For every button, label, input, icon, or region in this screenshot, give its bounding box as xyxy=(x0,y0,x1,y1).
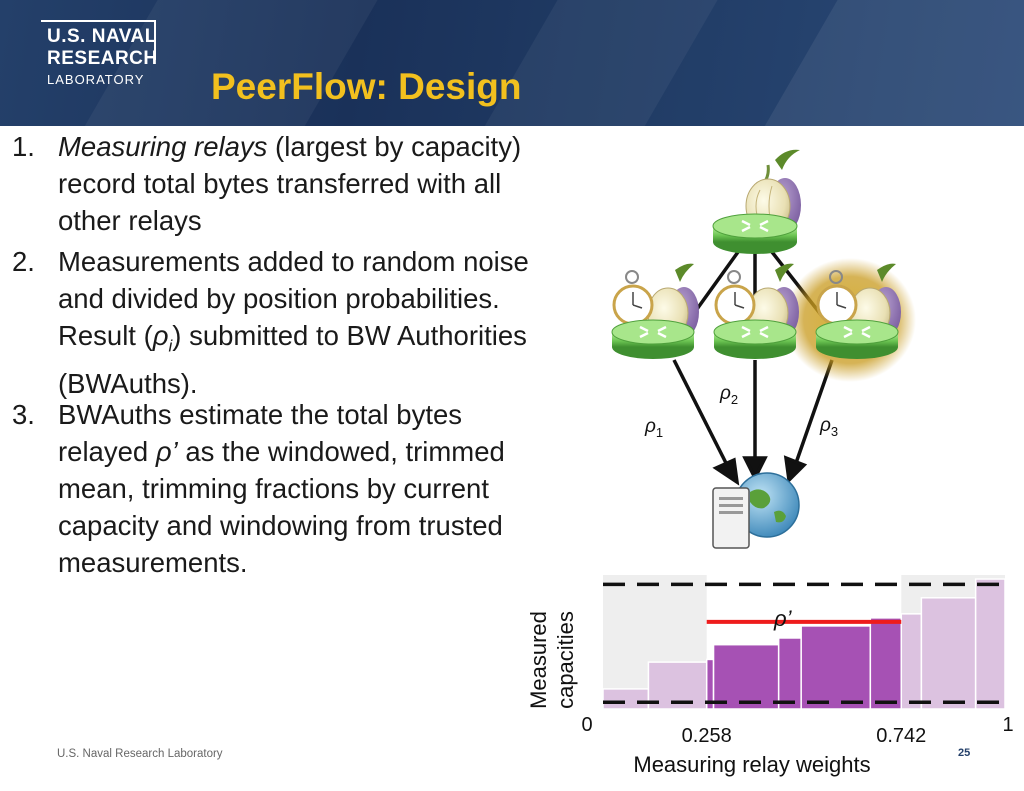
capacity-bar xyxy=(777,637,802,710)
x-tick-label: 0 xyxy=(581,714,592,736)
x-tick-label: 1 xyxy=(1002,714,1013,736)
step-text-end: as the windowed, trimmed mean, trimming … xyxy=(58,436,505,578)
capacity-bar xyxy=(800,625,872,710)
slide-title: PeerFlow: Design xyxy=(211,66,522,107)
title-banner: U.S. NAVAL RESEARCH LABORATORY PeerFlow:… xyxy=(0,0,1024,126)
relay-3 xyxy=(815,263,901,359)
step-text: (largest by capacity) record total bytes… xyxy=(58,131,522,236)
capacity-bar xyxy=(602,688,650,710)
capacity-bar xyxy=(974,578,1006,710)
footer-organization: U.S. Naval Research Laboratory xyxy=(57,748,223,760)
logo-line-3: LABORATORY xyxy=(47,72,145,87)
step-text-end: ) submitted to BW Authorities (BWAuths). xyxy=(58,320,527,399)
relay-2 xyxy=(713,263,799,359)
logo-line-1: U.S. NAVAL xyxy=(47,26,157,47)
page-number: 25 xyxy=(958,747,971,759)
bw-authority-server-icon xyxy=(712,472,800,549)
step-number: 2. xyxy=(12,246,35,277)
step-text: Measurements added to random noise and d… xyxy=(58,246,529,351)
measuring-relay-top xyxy=(712,149,801,254)
step-lead: Measuring relays xyxy=(58,131,268,162)
rho-2-label: ρ2 xyxy=(719,383,738,407)
rho-3-label: ρ3 xyxy=(819,415,838,439)
capacity-bar xyxy=(712,643,780,710)
trimmed-mean-label: ρ’ xyxy=(773,606,793,631)
rho-subscript: i xyxy=(168,336,173,356)
capacity-bar xyxy=(920,597,977,710)
rho-symbol: ρ xyxy=(152,320,169,351)
step-text: BWAuths estimate the total bytes relayed xyxy=(58,399,463,467)
nrl-logo: U.S. NAVAL RESEARCH LABORATORY xyxy=(41,20,161,104)
step-number: 3. xyxy=(12,399,35,430)
y-axis-label-line-1: Measured xyxy=(526,611,551,709)
x-axis-label: Measuring relay weights xyxy=(633,752,870,777)
relay-network-diagram: ρ1 ρ2 ρ3 xyxy=(611,149,916,549)
y-axis-label-line-2: capacities xyxy=(553,611,578,709)
x-tick-label: 0.742 xyxy=(876,725,926,747)
capacity-bar xyxy=(869,617,903,710)
logo-line-2: RESEARCH xyxy=(47,48,158,69)
step-number: 1. xyxy=(12,131,35,162)
relay-1 xyxy=(611,263,699,359)
capacity-bar xyxy=(900,613,923,710)
x-tick-label: 0.258 xyxy=(682,725,732,747)
rho-prime-symbol: ρ’ xyxy=(155,436,178,467)
capacity-bars xyxy=(602,578,1006,710)
rho-1-label: ρ1 xyxy=(644,416,663,440)
